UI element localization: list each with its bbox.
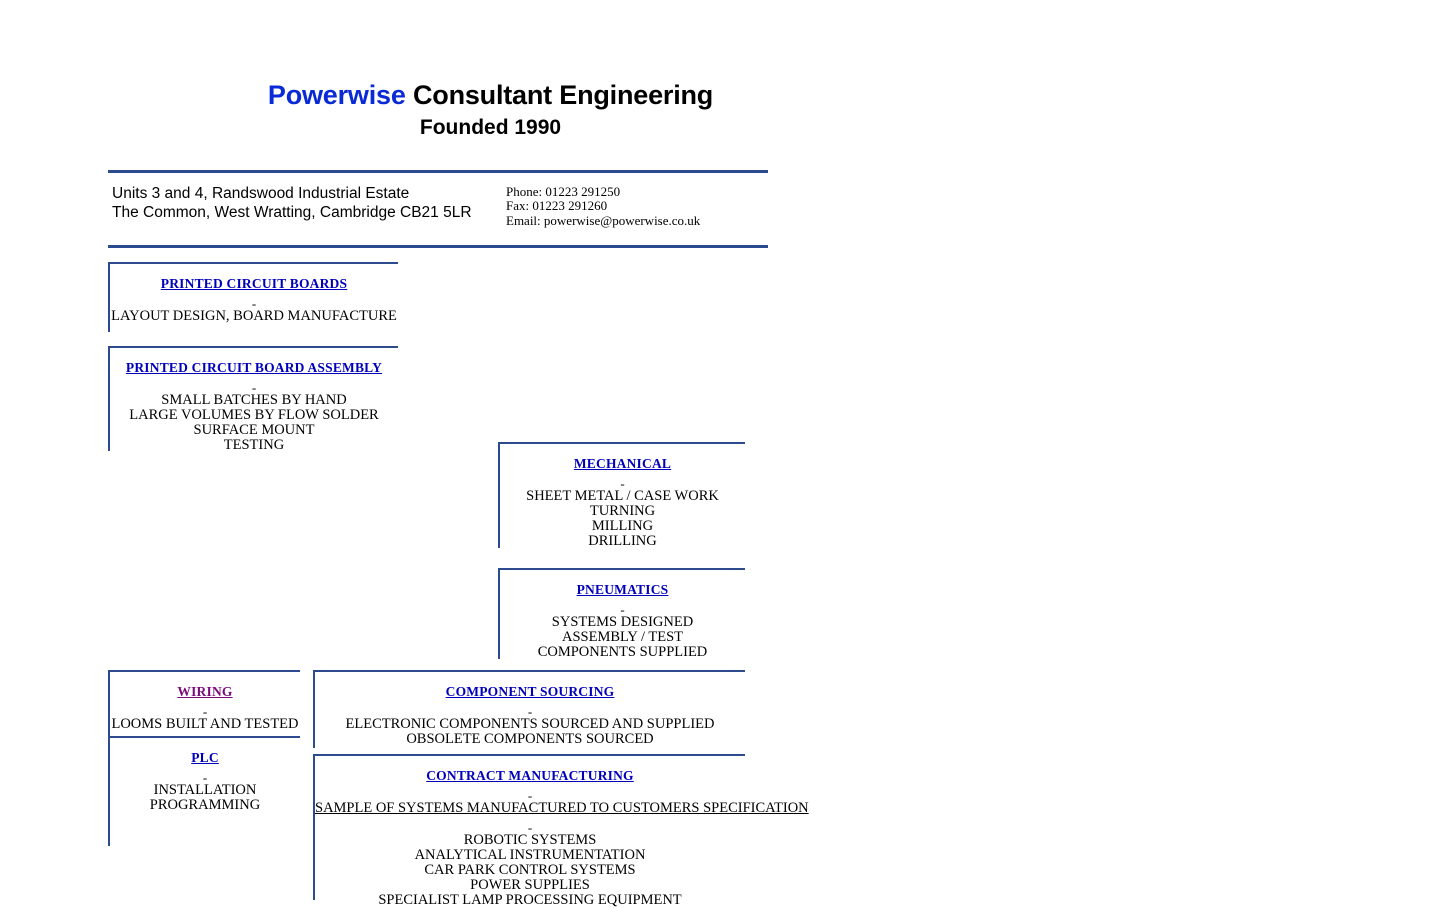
founded-subtitle: Founded 1990 (419, 116, 562, 139)
service-box-component-sourcing: COMPONENT SOURCING - ELECTRONIC COMPONEN… (313, 670, 745, 748)
spacer-dash: - (527, 820, 533, 835)
link-contract-manufacturing[interactable]: CONTRACT MANUFACTURING (426, 768, 634, 783)
service-box-mechanical: MECHANICAL - SHEET METAL / CASE WORK TUR… (498, 442, 745, 549)
service-line: MILLING (591, 518, 654, 534)
contact-details: Phone: 01223 291250 Fax: 01223 291260 Em… (506, 184, 701, 228)
phone-number: Phone: 01223 291250 (506, 184, 621, 199)
service-box-pcb-assembly: PRINTED CIRCUIT BOARD ASSEMBLY - SMALL B… (108, 346, 398, 453)
service-line: ELECTRONIC COMPONENTS SOURCED AND SUPPLI… (345, 716, 715, 732)
spacer-dash: - (202, 770, 208, 785)
service-box-plc: PLC - INSTALLATION PROGRAMMING (108, 736, 300, 846)
header-divider-top (108, 170, 768, 173)
spacer-dash: - (620, 476, 625, 491)
service-line: CAR PARK CONTROL SYSTEMS (424, 862, 636, 878)
service-line: LARGE VOLUMES BY FLOW SOLDER (129, 407, 379, 423)
link-pneumatics[interactable]: PNEUMATICS (576, 582, 669, 597)
page-title: Powerwise Consultant Engineering Founded… (108, 78, 873, 142)
address-line-2: The Common, West Wratting, Cambridge CB2… (112, 204, 472, 221)
company-title: Powerwise Consultant Engineering (108, 78, 873, 112)
service-line: SMALL BATCHES BY HAND (161, 392, 347, 408)
service-line: DRILLING (588, 533, 657, 549)
service-box-printed-circuit-boards: PRINTED CIRCUIT BOARDS - LAYOUT DESIGN, … (108, 262, 398, 332)
service-box-pneumatics: PNEUMATICS - SYSTEMS DESIGNED ASSEMBLY /… (498, 568, 745, 660)
spacer-dash: - (620, 602, 625, 617)
service-line: LAYOUT DESIGN, BOARD MANUFACTURE (111, 308, 397, 324)
brand-name: Powerwise (267, 80, 406, 110)
company-title-rest: Consultant Engineering (405, 80, 714, 110)
service-line: TURNING (589, 503, 656, 519)
spacer-dash: - (202, 704, 208, 719)
service-box-contract-manufacturing: CONTRACT MANUFACTURING - SAMPLE OF SYSTE… (313, 754, 809, 908)
link-pcb-assembly[interactable]: PRINTED CIRCUIT BOARD ASSEMBLY (125, 360, 383, 375)
service-box-wiring: WIRING - LOOMS BUILT AND TESTED (108, 670, 300, 740)
spacer-dash: - (527, 788, 533, 803)
header-divider-bottom (108, 245, 768, 248)
service-line: ROBOTIC SYSTEMS (463, 832, 597, 848)
address-line-1: Units 3 and 4, Randswood Industrial Esta… (112, 185, 410, 202)
service-line: INSTALLATION (153, 782, 257, 798)
service-line: POWER SUPPLIES (470, 877, 590, 893)
spacer-dash: - (251, 296, 257, 311)
service-line: PROGRAMMING (149, 797, 261, 813)
service-line: LOOMS BUILT AND TESTED (111, 716, 299, 732)
service-line: OBSOLETE COMPONENTS SOURCED (406, 731, 654, 747)
spacer-dash: - (527, 704, 533, 719)
link-mechanical[interactable]: MECHANICAL (573, 456, 672, 471)
link-printed-circuit-boards[interactable]: PRINTED CIRCUIT BOARDS (160, 276, 348, 291)
service-line: TESTING (223, 437, 285, 453)
company-address: Units 3 and 4, Randswood Industrial Esta… (112, 184, 472, 222)
service-line: COMPONENTS SUPPLIED (537, 644, 708, 660)
spacer-dash: - (251, 380, 257, 395)
service-line: ANALYTICAL INSTRUMENTATION (414, 847, 646, 863)
email-address: Email: powerwise@powerwise.co.uk (506, 212, 701, 228)
service-line: SURFACE MOUNT (193, 422, 315, 438)
service-line: SHEET METAL / CASE WORK (526, 488, 719, 504)
link-plc[interactable]: PLC (191, 750, 219, 765)
fax-number: Fax: 01223 291260 (506, 198, 608, 214)
service-line: SYSTEMS DESIGNED (551, 614, 694, 630)
link-component-sourcing[interactable]: COMPONENT SOURCING (445, 684, 615, 699)
contract-manufacturing-subheading: SAMPLE OF SYSTEMS MANUFACTURED TO CUSTOM… (315, 800, 809, 816)
service-line: ASSEMBLY / TEST (561, 629, 683, 645)
service-line: SPECIALIST LAMP PROCESSING EQUIPMENT (378, 892, 682, 908)
link-wiring[interactable]: WIRING (177, 684, 233, 699)
